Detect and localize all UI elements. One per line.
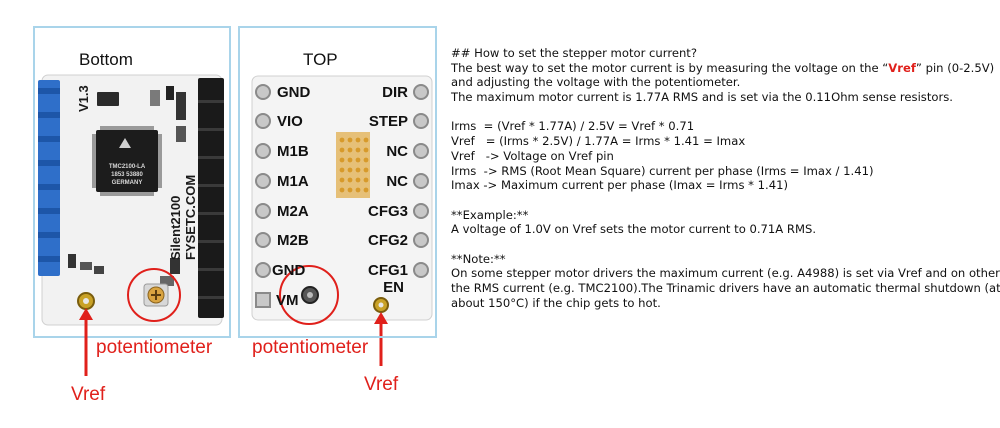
top-right-pin-label: CFG3: [368, 203, 408, 220]
board-website-text: FYSETC.COM: [183, 175, 198, 260]
top-board-image: GND VIO M1B M1A M2A M2B GND VM DIR STEP …: [251, 75, 433, 366]
bottom-potentiometer: [143, 283, 169, 307]
chip-marking-1: TMC2100-LA: [109, 164, 146, 170]
example-heading: **Example:**: [451, 207, 529, 222]
top-right-pin-label: NC: [386, 143, 408, 160]
top-left-pin-pads: [255, 84, 271, 308]
board-version-text: V1.3: [76, 85, 91, 112]
bottom-potentiometer-label: potentiometer: [96, 337, 213, 358]
intro-text-start: The best way to set the motor current is…: [451, 60, 889, 75]
example-text: A voltage of 1.0V on Vref sets the motor…: [451, 222, 817, 237]
top-left-pin-label: M2B: [277, 232, 309, 249]
thermal-via-grid: [336, 132, 370, 198]
top-right-pin-label: NC: [386, 173, 408, 190]
top-right-pin-label: DIR: [382, 84, 408, 101]
top-right-pin-label: EN: [383, 279, 404, 296]
notes-intro-line3: The maximum motor current is 1.77A RMS a…: [451, 90, 953, 105]
notes-intro-line1: The best way to set the motor current is…: [451, 61, 996, 76]
top-potentiometer-label: potentiometer: [252, 337, 369, 358]
chip-marking-3: GERMANY: [112, 180, 143, 186]
black-pin-header: [198, 78, 224, 318]
top-potentiometer-highlight: [279, 265, 339, 325]
top-left-pin-label: M1B: [277, 143, 309, 160]
formula-line: Imax -> Maximum current per phase (Imax …: [451, 178, 788, 193]
formula-line: Irms -> RMS (Root Mean Square) current p…: [451, 163, 874, 178]
top-right-pin-label: CFG2: [368, 232, 408, 249]
formula-line: Vref -> Voltage on Vref pin: [451, 148, 614, 163]
note-line: On some stepper motor drivers the maximu…: [451, 266, 1000, 281]
formula-line: Vref = (Irms * 2.5V) / 1.77A = Irms * 1.…: [451, 134, 746, 149]
blue-pin-header: [38, 80, 60, 276]
bottom-panel-title: Bottom: [79, 50, 133, 69]
top-right-pin-pads: [413, 84, 429, 278]
motor-current-notes: ## How to set the stepper motor current?…: [451, 46, 1000, 310]
tmc2100-chip: TMC2100-LA 1853 53880 GERMANY: [92, 126, 162, 196]
top-right-pin-label: CFG1: [368, 262, 408, 279]
note-line: about 150°C) if the chip gets to hot.: [451, 295, 661, 310]
notes-heading: ## How to set the stepper motor current?: [451, 46, 698, 60]
top-left-pin-label: GND: [272, 262, 306, 279]
bottom-potentiometer-highlight: [127, 268, 181, 322]
note-heading: **Note:**: [451, 251, 506, 266]
bottom-board-image: TMC2100-LA 1853 53880 GERMANY V1.3 Silen…: [38, 74, 224, 376]
vref-highlight: Vref: [888, 60, 916, 75]
top-left-pin-label: VM: [276, 292, 299, 309]
top-left-pin-label: GND: [277, 84, 311, 101]
top-panel-title: TOP: [303, 50, 338, 69]
top-right-pin-label: STEP: [369, 113, 408, 130]
top-view-panel: TOP: [238, 26, 437, 338]
notes-intro-line2: and adjusting the voltage with the poten…: [451, 75, 741, 90]
board-brand-text: Silent2100: [168, 196, 183, 260]
formula-line: Irms = (Vref * 1.77A) / 2.5V = Vref * 0.…: [451, 119, 695, 134]
top-vref-label: Vref: [364, 374, 399, 395]
top-left-pin-label: M2A: [277, 203, 309, 220]
top-left-pin-label: VIO: [277, 113, 303, 130]
bottom-vref-label: Vref: [71, 384, 106, 405]
intro-text-end: ” pin (0-2.5V): [915, 60, 995, 75]
note-line: the RMS current (e.g. TMC2100).The Trina…: [451, 281, 1000, 295]
chip-marking-2: 1853 53880: [111, 172, 143, 178]
top-left-pin-label: M1A: [277, 173, 309, 190]
